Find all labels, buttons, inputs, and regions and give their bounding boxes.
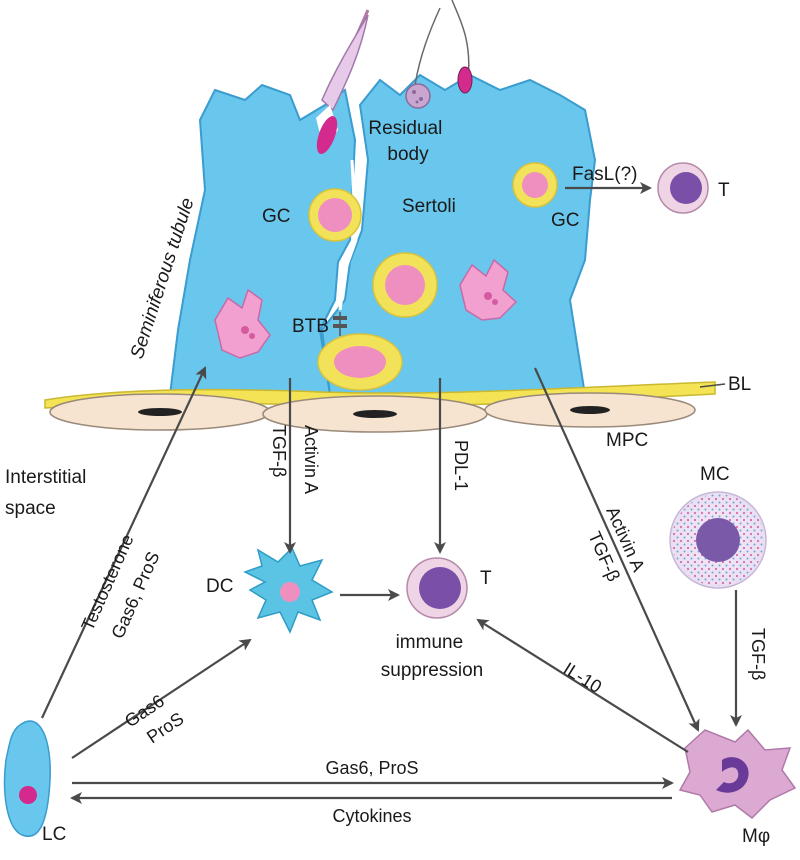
label-t-center: T (480, 568, 492, 589)
residual-body (405, 7, 441, 109)
arrow-label-lc-to-macrophage: Gas6, ProS (325, 758, 418, 778)
arrow-lc-to-tubule (41, 366, 207, 719)
germ-cell-basal (317, 333, 403, 391)
label-t-top: T (718, 180, 730, 201)
label-lc: LC (42, 824, 66, 845)
label-immune-suppression: immune suppression (381, 632, 483, 681)
macrophage (678, 728, 797, 819)
sertoli-nucleus-left (214, 288, 271, 359)
arrow-macrophage-to-t (476, 618, 689, 753)
arrow-label-il10: IL-10 (560, 658, 605, 697)
label-residual-body: Residual body (368, 118, 447, 165)
arrow-label-pdl1: PDL-1 (451, 440, 471, 491)
leydig-cell (3, 720, 51, 837)
label-fasl: FasL(?) (572, 164, 637, 185)
label-bl: BL (728, 374, 751, 395)
arrow-label-tgf-left: TGF-β (269, 425, 289, 477)
germ-cell-middle (372, 252, 438, 318)
label-macrophage: Mφ (742, 826, 770, 847)
sertoli-nucleus-right (459, 258, 518, 321)
arrow-label-mc-tgf: TGF-β (748, 628, 768, 680)
label-mpc: MPC (606, 430, 648, 451)
dendritic-cell (243, 546, 334, 634)
sertoli-cell-right (320, 73, 597, 396)
arrow-label-macrophage-to-lc: Cytokines (332, 806, 411, 826)
label-mc: MC (700, 464, 730, 485)
myoid-cells (49, 392, 696, 433)
elongated-spermatid-right (451, 0, 473, 94)
label-sertoli: Sertoli (402, 196, 456, 217)
arrow-lc-to-dc (71, 638, 252, 759)
elongated-spermatid-left (316, 9, 370, 154)
label-btb: BTB (292, 316, 329, 337)
arrow-label-activin-left: Activin A (301, 425, 321, 494)
t-cell-top (657, 162, 709, 214)
btb-junction (333, 312, 347, 336)
t-cell-center (406, 557, 468, 619)
label-interstitial-space: Interstitial space (5, 467, 92, 519)
arrows (41, 182, 742, 804)
germ-cell-left (308, 188, 362, 242)
mast-cell (669, 491, 767, 589)
label-gc-right: GC (551, 210, 580, 231)
label-dc: DC (206, 576, 233, 597)
arrow-sertoli-to-macrophage (533, 367, 700, 732)
germ-cell-escaping (512, 162, 558, 208)
label-gc-left: GC (262, 206, 291, 227)
